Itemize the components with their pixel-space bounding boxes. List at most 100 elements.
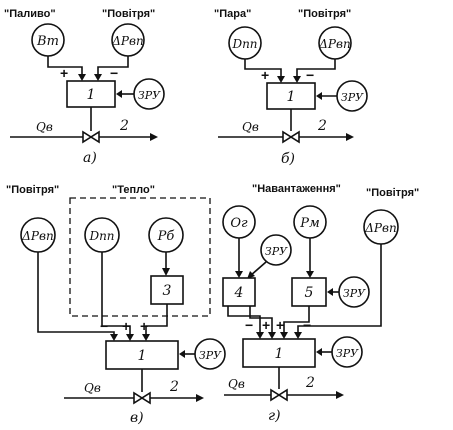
setpoint-b5-arrow — [327, 288, 333, 296]
arrow-steam — [126, 334, 134, 341]
arrow-b4-b — [268, 332, 276, 339]
controller-label: 1 — [275, 346, 284, 362]
valve-left — [270, 388, 281, 402]
arrow-air — [294, 332, 302, 339]
signal-line-fuel — [47, 56, 83, 76]
label-fuel: "Паливо" — [4, 8, 56, 20]
valve-left — [133, 391, 144, 405]
arrow-o2-to-4 — [235, 271, 243, 278]
setpoint-arrow — [116, 90, 122, 98]
block-3-label: 3 — [163, 283, 172, 299]
flow-label: Qв — [36, 120, 53, 134]
flow-label: Qв — [242, 120, 259, 134]
arrow-pressure-to-3 — [162, 268, 170, 276]
sensor-pm-label: Pм — [299, 216, 320, 231]
block-4 — [222, 277, 256, 307]
sign-minus: − — [100, 318, 108, 334]
caption-d: г) — [268, 408, 281, 424]
arrow-b5 — [280, 332, 288, 339]
sign-plus: + — [60, 65, 68, 81]
sensor-fuel-label: Bт — [36, 34, 59, 49]
setpoint-top-arrow — [247, 271, 255, 279]
block-5-label: 5 — [305, 285, 314, 301]
sign-plus-2: + — [140, 318, 148, 334]
label-load: "Навантаження" — [252, 183, 341, 195]
setpoint-arrow — [316, 348, 322, 356]
sensor-steam-label: Dпп — [88, 229, 114, 243]
arrow-block3 — [142, 334, 150, 341]
setpoint-top-line — [249, 261, 267, 277]
signal-line-air — [296, 59, 336, 78]
setpoint-b5-circle — [338, 276, 370, 308]
sign-plus: + — [261, 67, 269, 83]
sign-minus: − — [306, 67, 314, 83]
signal-line-b4-b — [249, 306, 273, 334]
sensor-air-label: ΔPвп — [21, 229, 53, 243]
block-5 — [291, 277, 327, 307]
controller-label: 1 — [87, 87, 96, 103]
arrow-air — [110, 334, 118, 341]
signal-line-b5 — [283, 306, 310, 334]
caption-b: б) — [281, 151, 295, 167]
arrow-air — [94, 74, 102, 81]
arrow-steam — [277, 76, 285, 83]
sign-minus-1: − — [245, 317, 253, 333]
duct-arrow — [150, 133, 158, 141]
valve-right — [277, 388, 288, 402]
panel-b: "Пара" "Повітря" Dпп ΔPвп + − 1 ЗРУ Qв 2… — [214, 8, 368, 167]
block-4-label: 4 — [234, 285, 244, 301]
controller-label: 1 — [138, 348, 147, 364]
panel-a: "Паливо" "Повітря" Bт ΔPвп + − 1 ЗРУ Qв … — [4, 8, 165, 166]
duct-arrow — [346, 133, 354, 141]
setpoint-label: ЗРУ — [341, 91, 364, 104]
setpoint-label: ЗРУ — [138, 89, 161, 102]
setpoint-circle — [331, 336, 363, 368]
signal-line-air — [97, 56, 129, 76]
label-steam: "Пара" — [214, 8, 251, 20]
label-air: "Повітря" — [298, 8, 351, 20]
setpoint-label: ЗРУ — [199, 349, 222, 362]
valve-right — [89, 130, 100, 144]
sign-minus-2: − — [303, 317, 311, 333]
setpoint-top-label: ЗРУ — [265, 245, 288, 258]
signal-line-steam — [244, 59, 282, 78]
caption-c: в) — [130, 410, 144, 426]
sensor-air-label: ΔPвп — [111, 34, 143, 48]
valve-number: 2 — [169, 379, 179, 395]
valve-left — [82, 130, 93, 144]
panel-d: "Навантаження" "Повітря" Oг Pм ΔPвп ЗРУ … — [222, 183, 419, 424]
arrow-b4-a — [256, 332, 264, 339]
label-heat: "Тепло" — [112, 184, 155, 196]
sensor-air-label: ΔPвп — [364, 221, 396, 235]
arrow-fuel — [78, 74, 86, 81]
setpoint-top-circle — [260, 234, 292, 266]
signal-line-steam — [101, 252, 131, 336]
duct-arrow — [336, 391, 344, 399]
signal-line-block3 — [145, 304, 168, 336]
flow-label: Qв — [228, 377, 245, 391]
signal-line-air — [297, 244, 382, 334]
duct-arrow — [196, 394, 204, 402]
valve-number: 2 — [317, 118, 327, 134]
setpoint-label: ЗРУ — [336, 347, 359, 360]
controller-box — [66, 80, 116, 108]
valve-number: 2 — [305, 375, 315, 391]
controller-box — [266, 82, 316, 110]
valve-left — [282, 130, 293, 144]
label-air: "Повітря" — [102, 8, 155, 20]
sensor-air-label: ΔPвп — [318, 37, 350, 51]
caption-a: а) — [83, 150, 97, 166]
sensor-steam-label: Dпп — [231, 37, 257, 51]
sensor-pressure-label: Pб — [157, 229, 175, 244]
valve-number: 2 — [119, 118, 129, 134]
setpoint-circle — [194, 338, 226, 370]
setpoint-circle — [336, 80, 368, 112]
controller-box — [242, 338, 316, 368]
controller-label: 1 — [287, 89, 296, 105]
setpoint-b5-label: ЗРУ — [343, 287, 366, 300]
setpoint-circle — [133, 78, 165, 110]
signal-line-b4-a — [227, 306, 261, 334]
sensor-o2-label: Oг — [230, 216, 248, 231]
flow-label: Qв — [84, 381, 101, 395]
